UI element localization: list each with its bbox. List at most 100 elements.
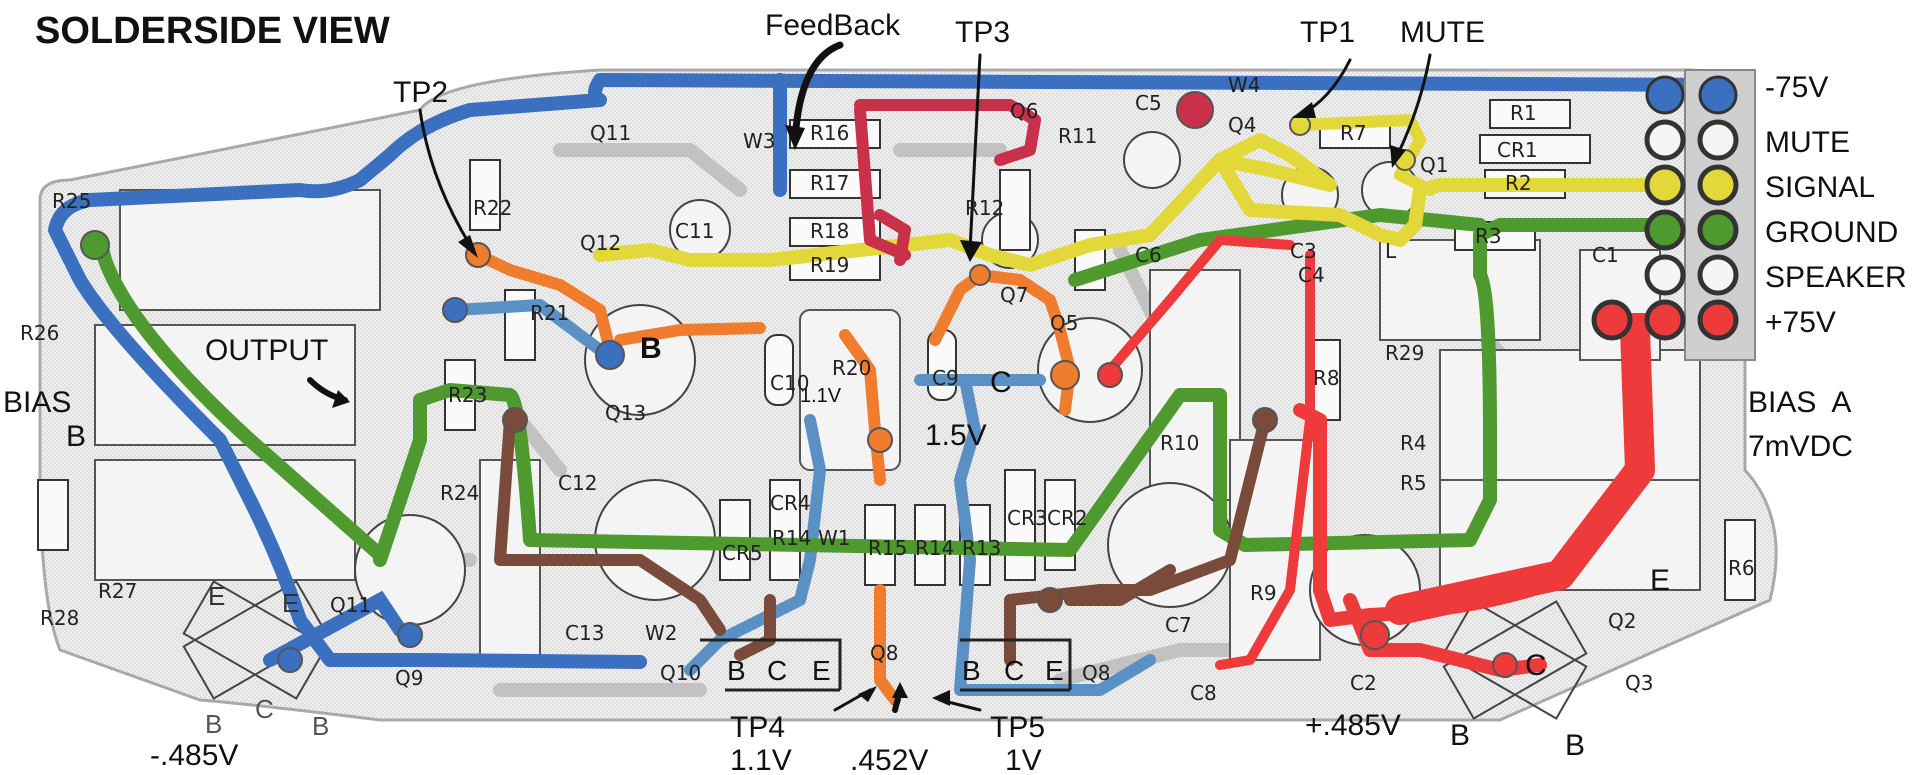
- ref-c11: C11: [675, 219, 714, 243]
- label-bias-b-1: BIAS: [3, 386, 71, 419]
- ref-c13: C13: [565, 621, 604, 645]
- ref-r12: R12: [965, 196, 1004, 220]
- ref-q8-left: Q8: [870, 641, 898, 665]
- ref-r19: R19: [810, 253, 849, 277]
- label-tp3: TP3: [955, 16, 1010, 49]
- ref-cr1: CR1: [1497, 138, 1538, 162]
- label-tp4: TP4: [730, 711, 785, 744]
- ref-q9: Q9: [395, 666, 423, 690]
- label-tp1: TP1: [1300, 16, 1355, 49]
- pin-label-mute: MUTE: [1765, 126, 1850, 159]
- ref-r24: R24: [440, 481, 479, 505]
- ref-cr3: CR3: [1007, 506, 1048, 530]
- component-labels: R1 CR1 R2 R3 R7 Q1 C1 L W4 C5 Q4 R11 Q6 …: [20, 73, 1755, 705]
- pin-box-right-e: E: [1045, 655, 1064, 686]
- ref-r11: R11: [1058, 124, 1097, 148]
- light-blue-traces: [449, 299, 1156, 696]
- pin-label-signal: SIGNAL: [1765, 171, 1875, 204]
- pin-box-left: B C E: [727, 655, 831, 686]
- ref-r16: R16: [810, 121, 849, 145]
- ref-r14-left: R14: [772, 526, 811, 550]
- ref-q12: Q12: [580, 231, 621, 255]
- label-tp4-v: 1.1V: [730, 744, 792, 775]
- label-bias-a-2: 7mVDC: [1748, 430, 1853, 463]
- ref-r28: R28: [40, 606, 79, 630]
- ref-r23: R23: [448, 383, 487, 407]
- ref-cr4: CR4: [770, 491, 811, 515]
- ref-r18: R18: [810, 219, 849, 243]
- ref-r7: R7: [1340, 121, 1367, 145]
- label-1-1v: 1.1V: [800, 385, 842, 407]
- label-center-v: .452V: [850, 744, 928, 775]
- crimson-traces: [854, 99, 1041, 266]
- ref-r25: R25: [52, 189, 91, 213]
- ref-q10: Q10: [660, 661, 701, 685]
- pin-box-left-c: C: [767, 655, 787, 686]
- label-output: OUTPUT: [205, 334, 328, 367]
- pin-label-pos75v: +75V: [1765, 306, 1836, 339]
- ref-r1: R1: [1510, 101, 1537, 125]
- ref-c4: C4: [1298, 263, 1325, 287]
- pin-box-left-e: E: [812, 655, 831, 686]
- pin-box-right-b: B: [962, 655, 981, 686]
- ref-q11: Q11: [590, 121, 631, 145]
- ref-r4: R4: [1400, 431, 1427, 455]
- ref-q8-right: Q8: [1082, 661, 1110, 685]
- page-title: SOLDERSIDE VIEW: [35, 10, 390, 52]
- ll-pin-c: C: [255, 694, 274, 724]
- trace-negative-75v: [48, 73, 1752, 669]
- pin-box-right-c: C: [1004, 655, 1024, 686]
- trace-ground-left: [93, 233, 387, 562]
- ref-r14: R14: [915, 536, 954, 560]
- ref-r8: R8: [1313, 366, 1340, 390]
- label-neg-v: -.485V: [150, 739, 238, 772]
- ref-w2: W2: [645, 621, 678, 645]
- ref-q7: Q7: [1000, 283, 1028, 307]
- ref-q13: Q13: [605, 401, 646, 425]
- ref-w3: W3: [743, 129, 776, 153]
- label-mute: MUTE: [1400, 16, 1485, 49]
- label-tp5-v: 1V: [1005, 744, 1042, 775]
- trace-red-upper: [1105, 235, 1295, 375]
- diamond-sockets: [182, 580, 1588, 720]
- ref-c10: C10: [770, 371, 809, 395]
- ref-r29: R29: [1385, 341, 1424, 365]
- label-pos-v: +.485V: [1305, 709, 1401, 742]
- ref-r20: R20: [832, 356, 871, 380]
- ref-q2: Q2: [1608, 609, 1636, 633]
- ref-c1: C1: [1592, 243, 1619, 267]
- ref-c3: C3: [1290, 239, 1317, 263]
- ref-r2: R2: [1505, 171, 1532, 195]
- ref-r5: R5: [1400, 471, 1427, 495]
- trace-ground-right: [1068, 208, 1487, 287]
- ref-c9: C9: [932, 366, 959, 390]
- ref-c2: C2: [1350, 671, 1377, 695]
- pads: [80, 91, 1518, 678]
- ll-pin-b2: B: [312, 711, 329, 741]
- label-q13-b: B: [640, 332, 662, 365]
- ref-q4: Q4: [1228, 113, 1256, 137]
- label-tp2: TP2: [393, 76, 448, 109]
- ref-w1: W1: [818, 526, 851, 550]
- trace-ground: [373, 218, 1707, 567]
- ref-q1: Q1: [1420, 153, 1448, 177]
- label-q5-c: C: [990, 366, 1012, 399]
- ref-r9: R9: [1250, 581, 1277, 605]
- label-e-right: E: [1650, 564, 1670, 597]
- trace-positive-75v-wide: [1385, 315, 1655, 625]
- ref-r27: R27: [98, 579, 137, 603]
- ref-r21: R21: [530, 301, 569, 325]
- ref-cr2: CR2: [1047, 506, 1088, 530]
- connector-labels: -75V MUTE SIGNAL GROUND SPEAKER +75V: [1765, 71, 1907, 339]
- ll-pin-b1: B: [205, 709, 222, 739]
- ref-c5: C5: [1135, 91, 1162, 115]
- lower-left-pins: E E B C B: [205, 581, 329, 741]
- pin-label-ground: GROUND: [1765, 216, 1898, 249]
- black-lines: [700, 638, 1072, 692]
- ref-r6: R6: [1728, 556, 1755, 580]
- ref-q6: Q6: [1010, 99, 1038, 123]
- pin-label-speaker: SPEAKER: [1765, 261, 1907, 294]
- ref-c12: C12: [558, 471, 597, 495]
- trace-red-mid: [1215, 250, 1315, 670]
